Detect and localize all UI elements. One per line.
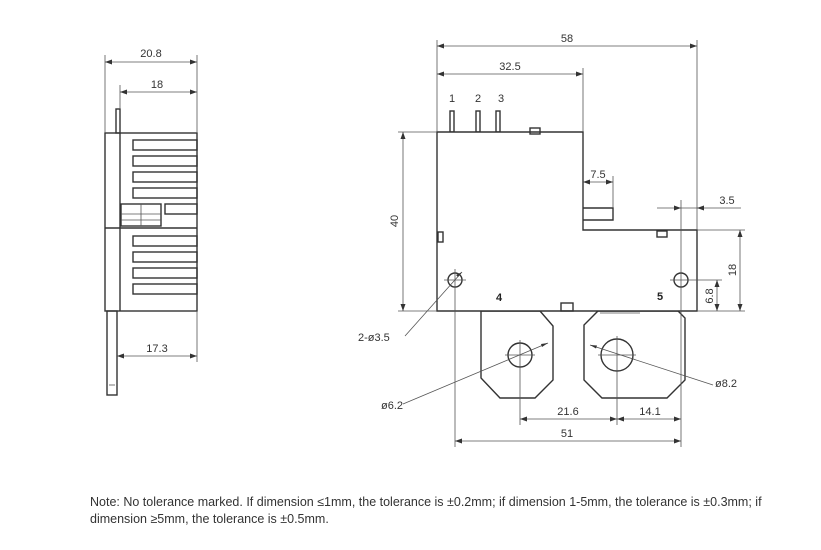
side-top-pin (115, 108, 121, 134)
dim-upper-width: 32.5 (499, 61, 520, 73)
dim-tab: 7.5 (590, 169, 605, 181)
dim-edge: 3.5 (719, 195, 734, 207)
dim-terminal-hole-left: ø6.2 (381, 400, 403, 412)
terminal-4-plate (480, 310, 554, 399)
dim-terminal-pitch: 21.6 (557, 406, 578, 418)
front-tab (583, 207, 614, 221)
dim-terminal-offset: 14.1 (639, 406, 660, 418)
pin-2 (475, 110, 481, 133)
pin-label-3: 3 (498, 93, 504, 105)
side-body (104, 132, 198, 312)
front-body (436, 131, 698, 312)
tolerance-note: Note: No tolerance marked. If dimension … (90, 495, 762, 526)
side-bottom-pin (106, 310, 118, 396)
dim-hole-offset: 6.8 (704, 288, 716, 303)
dim-side-pin-height: 17.3 (146, 343, 167, 355)
dim-side-overall-width: 20.8 (140, 48, 161, 60)
dim-terminal-hole-right: ø8.2 (715, 378, 737, 390)
side-view: 20.8 18 17.3 (104, 48, 198, 396)
front-view: 1 2 3 4 5 (358, 33, 745, 447)
pin-label-1: 1 (449, 93, 455, 105)
terminal-5-plate (583, 310, 686, 399)
pin-3 (495, 110, 501, 133)
relay-dimension-drawing: 20.8 18 17.3 1 2 3 (104, 33, 745, 447)
terminal-label-5: 5 (657, 291, 663, 303)
dim-mount-holes: 2-ø3.5 (358, 332, 390, 344)
dim-height: 40 (389, 215, 401, 227)
pin-label-2: 2 (475, 93, 481, 105)
dim-hole-height: 18 (727, 264, 739, 276)
dim-bottom-width: 51 (561, 428, 573, 440)
dim-side-body-width: 18 (151, 79, 163, 91)
dim-total-width: 58 (561, 33, 573, 45)
side-ribs (132, 139, 198, 295)
terminal-label-4: 4 (496, 292, 503, 304)
pin-1 (449, 110, 455, 133)
